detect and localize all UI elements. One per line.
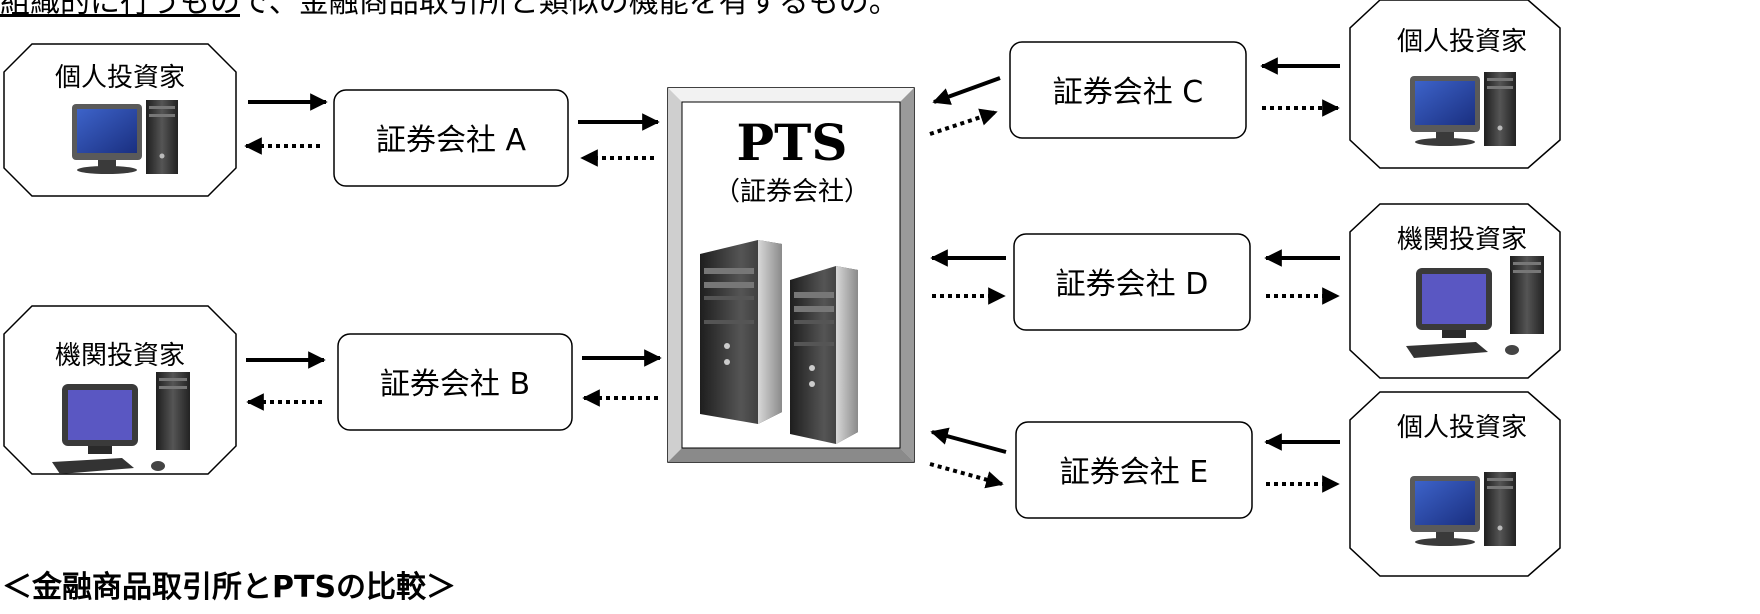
header-rest-text: で、金融商品取引所と類似の機能を有するもの。 <box>240 0 899 20</box>
header-caption: 組織的に行うもので、金融商品取引所と類似の機能を有するもの。 <box>0 0 899 20</box>
broker-box-e <box>1015 421 1253 519</box>
broker-label-b: 証券会社 B <box>380 367 530 402</box>
investor-label-left-top: 個人投資家 <box>55 63 185 93</box>
investor-label-right-bottom: 個人投資家 <box>1397 413 1527 443</box>
header-underlined-text: 組織的に行うもの <box>0 0 240 20</box>
broker-box-a <box>333 89 569 187</box>
broker-label-d: 証券会社 D <box>1056 267 1209 302</box>
server-icon <box>700 240 782 424</box>
comparison-heading: ＜金融商品取引所とPTSの比較＞ <box>2 570 457 605</box>
pts-subtitle: （証券会社） <box>714 177 870 207</box>
pts-title: PTS <box>737 113 848 172</box>
broker-box-b <box>337 333 573 431</box>
order-arrow <box>930 427 1007 454</box>
broker-label-a: 証券会社 A <box>376 123 527 158</box>
investor-label-left-bottom: 機関投資家 <box>55 341 185 371</box>
broker-box-c <box>1009 41 1247 139</box>
response-arrow <box>929 462 1004 489</box>
broker-label-c: 証券会社 C <box>1053 75 1203 110</box>
broker-box-d <box>1013 233 1251 331</box>
investor-label-right-middle: 機関投資家 <box>1397 225 1527 255</box>
server-icon <box>790 266 858 444</box>
broker-label-e: 証券会社 E <box>1060 455 1209 490</box>
order-arrow <box>932 76 1001 105</box>
response-arrow <box>929 108 998 136</box>
investor-label-right-top: 個人投資家 <box>1397 27 1527 57</box>
